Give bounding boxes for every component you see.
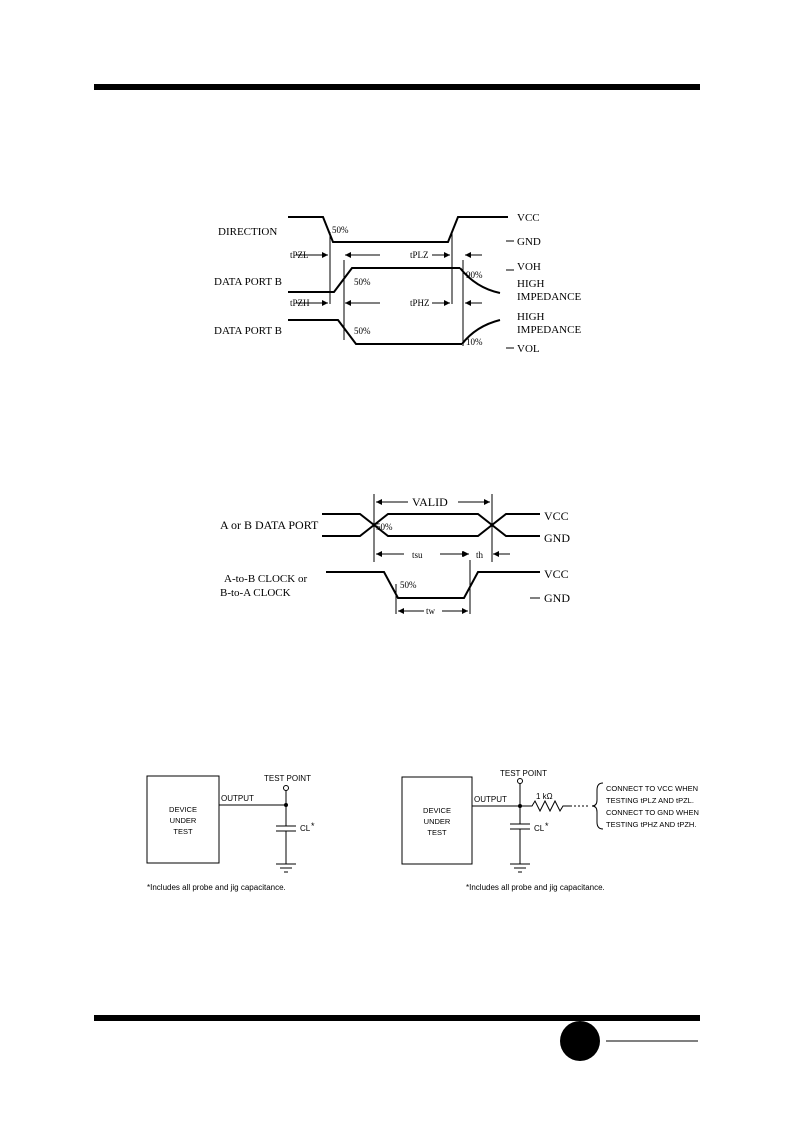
header-rule: [94, 84, 700, 90]
clock-waveform: [326, 571, 540, 599]
vcc-label-2a: VCC: [544, 509, 569, 523]
device-label-1b: UNDER: [170, 816, 197, 825]
cl-asterisk-1: *: [311, 821, 315, 831]
device-label-2c: TEST: [427, 828, 447, 837]
cl-asterisk-2: *: [545, 821, 549, 831]
test-point-label-1: TEST POINT: [264, 774, 311, 783]
vol-label: VOL: [517, 343, 540, 355]
voh-label: VOH: [517, 261, 541, 273]
test-point-label-2: TEST POINT: [500, 769, 547, 778]
data-port-waveform-low: [322, 513, 540, 537]
device-under-test-box-2: [401, 776, 473, 865]
upper-50pct: 50%: [354, 277, 371, 287]
data-port-b-lower-label: DATA PORT B: [214, 325, 282, 337]
connect-note-4: TESTING tPHZ AND tPZH.: [606, 820, 696, 829]
gnd-label-2a: GND: [544, 531, 570, 545]
device-label-1a: DEVICE: [169, 805, 197, 814]
high-impedance-2b: IMPEDANCE: [517, 324, 581, 336]
tsu-label: tsu: [412, 550, 423, 560]
connect-note-1: CONNECT TO VCC WHEN: [606, 784, 698, 793]
test-point-terminal-2: [517, 778, 523, 784]
footer-rule: [94, 1015, 700, 1021]
footnote-2: *Includes all probe and jig capacitance.: [466, 883, 605, 892]
tplz-label: tPLZ: [410, 250, 429, 260]
tw-label: tw: [426, 606, 436, 616]
device-label-2a: DEVICE: [423, 806, 451, 815]
gnd-label-1: GND: [517, 236, 541, 248]
th-label: th: [476, 550, 484, 560]
direction-50pct: 50%: [332, 225, 349, 235]
connect-note-3: CONNECT TO GND WHEN: [606, 808, 699, 817]
output-label-1: OUTPUT: [221, 794, 254, 803]
timing-diagram-setup-hold: VALID A or B DATA PORT A-to-B CLOCK or B…: [220, 494, 570, 616]
data-port-waveform-high: [322, 513, 540, 537]
direction-waveform: [288, 216, 508, 243]
test-circuit-1: DEVICE UNDER TEST TEST POINT OUTPUT CL *…: [146, 774, 315, 892]
lower-50pct: 50%: [354, 326, 371, 336]
tpzl-label: tPZL: [290, 250, 309, 260]
device-label-2b: UNDER: [424, 817, 451, 826]
resistor-1k: [520, 799, 570, 813]
clock-label-1: A-to-B CLOCK or: [224, 573, 307, 585]
vcc-label-1: VCC: [517, 212, 540, 224]
timing-diagram-enable-disable: DIRECTION DATA PORT B DATA PORT B tPZL t…: [214, 212, 581, 355]
connection-brace: [591, 782, 604, 830]
vol-10pct: 10%: [466, 337, 483, 347]
valid-label: VALID: [412, 495, 448, 509]
resistor-label: 1 kΩ: [536, 792, 553, 801]
data-50pct: 50%: [376, 522, 393, 532]
connect-note-2: TESTING tPLZ AND tPZL.: [606, 796, 694, 805]
data-port-b-lower-waveform: [288, 319, 462, 345]
test-circuit-2: DEVICE UNDER TEST TEST POINT OUTPUT 1 kΩ…: [401, 769, 699, 892]
vcc-label-2b: VCC: [544, 567, 569, 581]
device-label-1c: TEST: [173, 827, 193, 836]
page-badge-circle: [560, 1021, 600, 1061]
cl-label-2: CL: [534, 824, 545, 833]
footnote-1: *Includes all probe and jig capacitance.: [147, 883, 286, 892]
clock-50pct: 50%: [400, 580, 417, 590]
tphz-label: tPHZ: [410, 298, 430, 308]
direction-label: DIRECTION: [218, 226, 277, 238]
tpzh-label: tPZH: [290, 298, 310, 308]
data-port-label: A or B DATA PORT: [220, 518, 319, 532]
output-label-2: OUTPUT: [474, 795, 507, 804]
test-point-terminal-1: [283, 785, 289, 791]
data-port-b-upper-waveform: [288, 267, 460, 293]
high-impedance-1a: HIGH: [517, 278, 545, 290]
voh-90pct: 90%: [466, 270, 483, 280]
high-impedance-1b: IMPEDANCE: [517, 291, 581, 303]
lower-high-z-curve: [461, 319, 501, 345]
clock-label-2: B-to-A CLOCK: [220, 587, 291, 599]
gnd-label-2b: GND: [544, 591, 570, 605]
device-under-test-box-1: [146, 775, 220, 864]
high-impedance-2a: HIGH: [517, 311, 545, 323]
data-port-b-upper-label: DATA PORT B: [214, 276, 282, 288]
cl-label-1: CL: [300, 824, 311, 833]
